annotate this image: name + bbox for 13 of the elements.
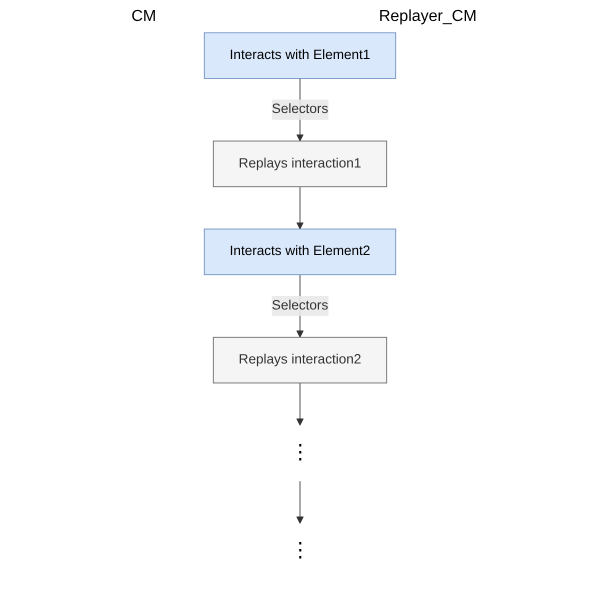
node-text: ⋮ bbox=[290, 441, 310, 464]
node-box: Interacts with Element2 bbox=[204, 228, 396, 276]
arrow bbox=[296, 382, 304, 426]
edge-label: Selectors bbox=[272, 102, 328, 117]
edge-label: Selectors bbox=[272, 298, 328, 313]
arrow bbox=[296, 480, 304, 524]
column-heading: CM bbox=[131, 8, 156, 26]
node-box: Interacts with Element1 bbox=[204, 32, 396, 79]
node-box: Replays interaction2 bbox=[212, 336, 388, 384]
node-text: ⋮ bbox=[290, 539, 310, 562]
column-heading: Replayer_CM bbox=[378, 8, 477, 26]
arrow bbox=[296, 186, 304, 230]
node-box: Replays interaction1 bbox=[212, 140, 388, 188]
